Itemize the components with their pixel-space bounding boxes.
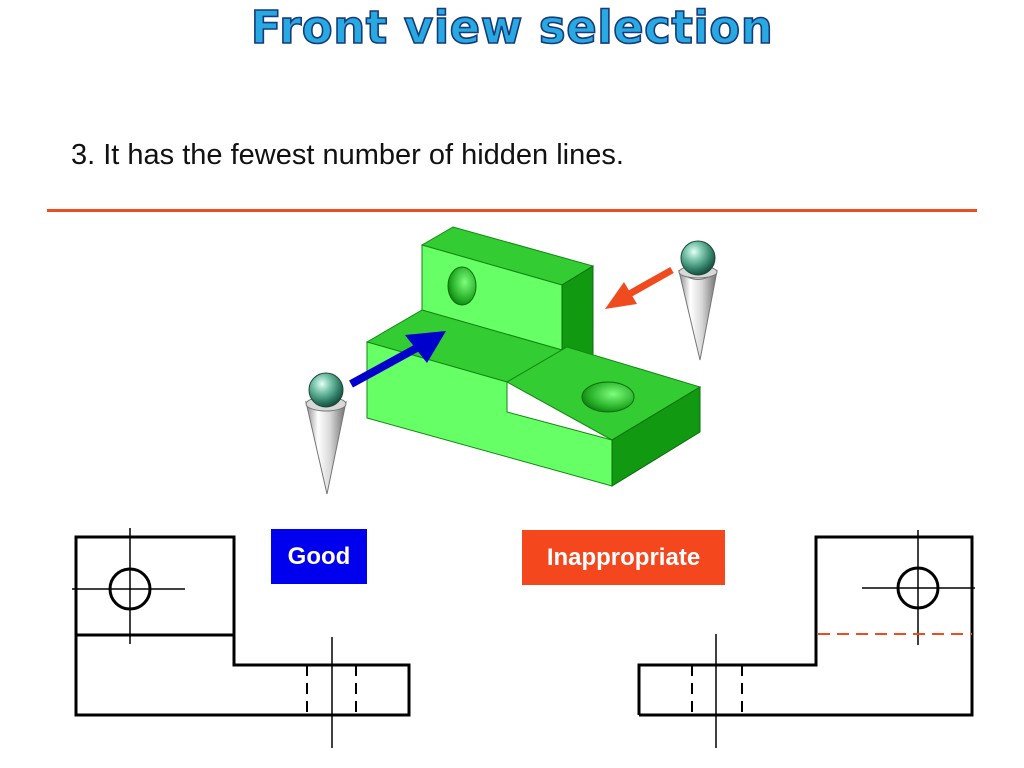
good-view-upright-outline — [74, 535, 236, 637]
good-view-base-outline — [74, 635, 411, 717]
slab-hole — [581, 381, 635, 413]
good-front-view — [72, 528, 411, 748]
upright-hole — [447, 266, 477, 306]
inappropriate-label: Inappropriate — [522, 530, 725, 585]
slab-side-face — [611, 386, 701, 487]
slide-point: 3. It has the fewest number of hidden li… — [71, 139, 624, 171]
stepped-block — [365, 226, 702, 487]
slide-title: Front view selection — [250, 0, 774, 55]
bad-view-outline — [637, 535, 974, 717]
good-label: Good — [271, 529, 367, 584]
divider-rule — [47, 209, 977, 212]
bad-view-arrow — [605, 266, 674, 309]
bad-front-view — [637, 530, 975, 748]
viewer-icon-left — [305, 372, 347, 495]
viewer-icon-right — [678, 240, 718, 361]
good-view-arrow — [349, 331, 446, 388]
